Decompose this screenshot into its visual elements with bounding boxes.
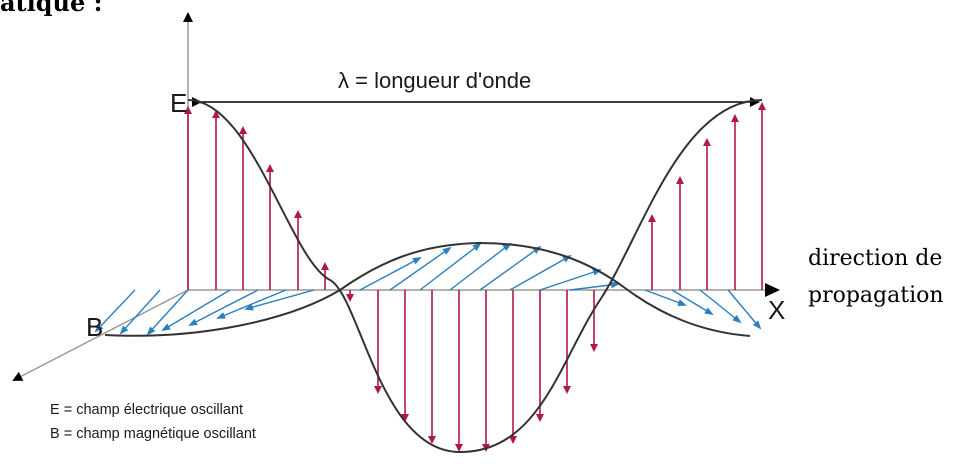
b-vector: [146, 289, 189, 336]
electric-field-curve: [187, 99, 763, 454]
x-axis-label: X: [768, 295, 786, 325]
magnetic-field-curve: [104, 241, 751, 337]
b-vector: [479, 245, 542, 291]
b-vector: [389, 246, 452, 291]
b-vector: [539, 268, 602, 291]
b-vector: [727, 289, 762, 330]
b-vector: [419, 242, 482, 291]
e-axis-label: E: [170, 88, 188, 118]
b-vector: [509, 255, 572, 291]
b-vector: [216, 289, 287, 319]
magnetic-field-vectors: [94, 242, 762, 336]
b-vector: [244, 289, 315, 311]
b-axis-label: B: [86, 312, 104, 342]
b-vector: [644, 289, 687, 306]
legend-e: E = champ électrique oscillant: [50, 402, 244, 418]
b-vector: [119, 289, 161, 335]
legend-b: B = champ magnétique oscillant: [50, 426, 256, 442]
b-vector: [188, 289, 259, 326]
wavelength-label: λ = longueur d'onde: [338, 68, 532, 93]
b-vector: [569, 281, 620, 291]
b-vector: [671, 289, 714, 316]
b-vector: [161, 289, 231, 332]
heading-fragment: atique :: [0, 0, 103, 17]
electric-field-vectors: [184, 102, 766, 452]
b-vector: [94, 289, 136, 333]
b-axis: [12, 289, 189, 381]
x-axis-arrowhead: [765, 283, 780, 297]
b-vector: [359, 257, 422, 291]
direction-text-line1: direction de: [808, 246, 943, 271]
b-vector: [449, 242, 512, 291]
b-vector: [699, 289, 742, 324]
direction-text-line2: propagation: [808, 283, 944, 308]
